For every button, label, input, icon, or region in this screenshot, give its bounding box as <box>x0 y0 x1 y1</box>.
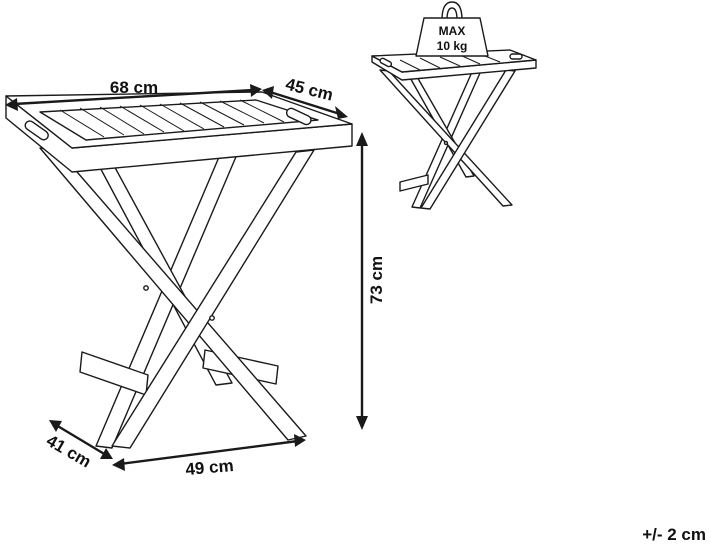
dimension-height <box>356 132 368 430</box>
base-width-label: 49 cm <box>185 456 235 479</box>
depth-label: 45 cm <box>284 75 335 105</box>
width-label: 68 cm <box>110 78 158 97</box>
height-label: 73 cm <box>367 256 386 304</box>
weight-body <box>415 17 489 57</box>
tray-floor <box>39 99 319 141</box>
tray-table-small <box>371 49 537 210</box>
pivot-bolt <box>143 285 149 291</box>
front-leg-left <box>39 147 307 441</box>
weight-badge: MAX 10 kg <box>415 1 489 57</box>
tray-slats <box>59 99 285 138</box>
dimension-base-depth <box>49 420 113 459</box>
weight-value-label: 10 kg <box>437 39 468 53</box>
tolerance-label: +/- 2 cm <box>642 525 706 544</box>
dimension-width <box>5 84 262 111</box>
dimension-depth <box>262 86 348 119</box>
tray-handle-left <box>24 120 49 141</box>
tray-table-large <box>5 91 353 449</box>
tray-handle-right <box>285 107 312 126</box>
pivot-bolt <box>209 315 215 321</box>
weight-max-label: MAX <box>439 24 466 38</box>
base-depth-label: 41 cm <box>43 431 94 472</box>
dimension-base-width <box>112 434 306 471</box>
